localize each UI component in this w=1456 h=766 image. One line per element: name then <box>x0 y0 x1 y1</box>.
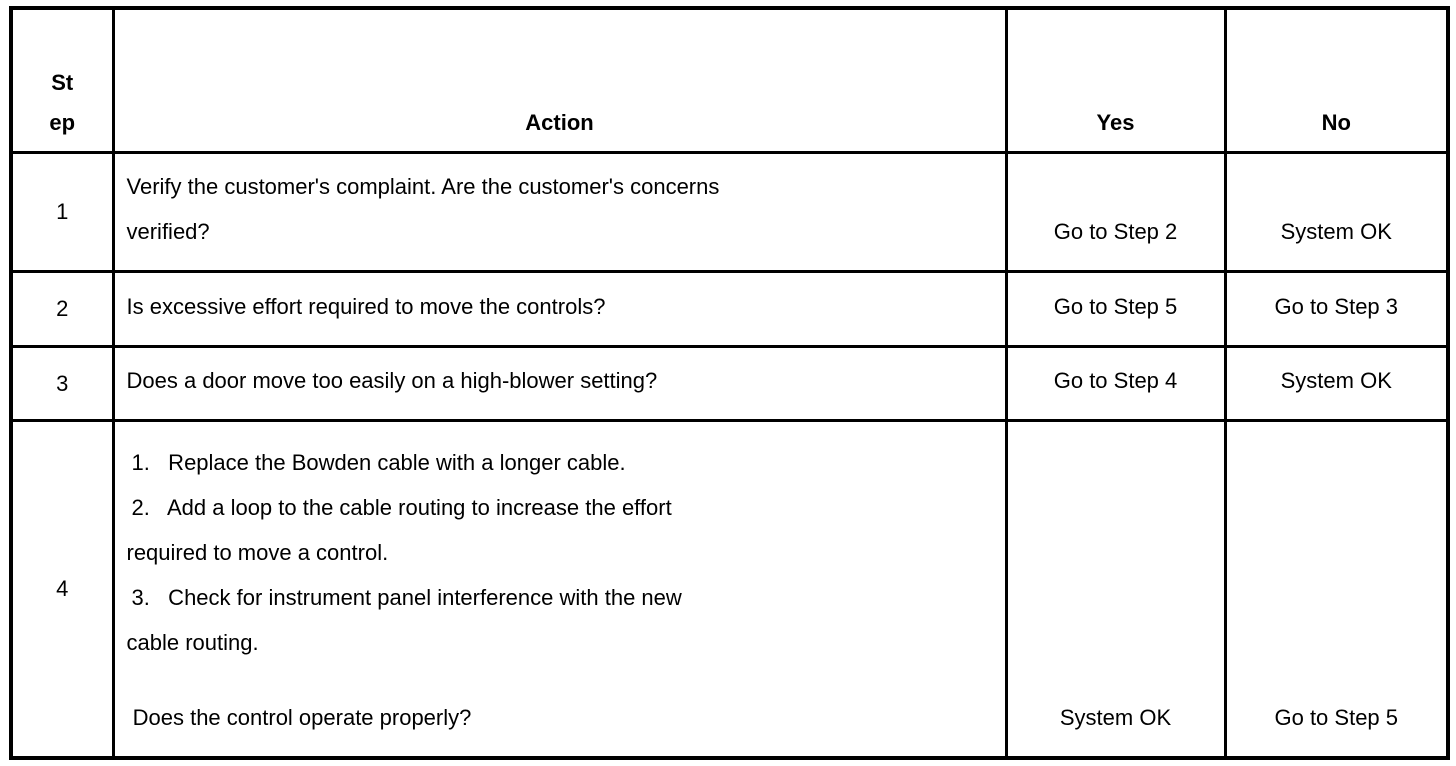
table-row: 2 Is excessive effort required to move th… <box>9 269 1450 348</box>
action-line: cable routing. <box>126 630 259 655</box>
action-line: verified? <box>126 218 210 244</box>
action-line <box>127 665 993 695</box>
header-step-line: ep <box>49 109 76 135</box>
yes-cell: Go to Step 2 <box>1004 150 1227 273</box>
header-step-line: St <box>51 69 74 95</box>
table-row: 4 1. Replace the Bowden cable with a long… <box>9 418 1450 760</box>
action-cell: 1. Replace the Bowden cable with a longe… <box>111 418 1008 760</box>
table-row: 1 Verify the customer's complaint. Are th… <box>9 150 1450 273</box>
diagnostic-table: St ep Action Yes No 1 Verify the customer'… <box>9 6 1450 760</box>
yes-cell: Go to Step 4 <box>1004 344 1227 422</box>
action-line: Is excessive effort required to move the… <box>126 293 606 319</box>
action-cell: Is excessive effort required to move the… <box>111 269 1008 348</box>
action-line: required to move a control. <box>126 540 389 565</box>
step-cell: 2 <box>9 269 115 348</box>
no-cell: System OK <box>1223 344 1450 422</box>
header-action: Action <box>111 6 1008 154</box>
header-step: St ep <box>9 6 115 154</box>
step-cell: 1 <box>9 150 115 273</box>
step-cell: 4 <box>9 418 115 760</box>
action-cell: Verify the customer's complaint. Are the… <box>111 150 1008 273</box>
action-line: Verify the customer's complaint. Are the… <box>126 173 720 199</box>
no-cell: Go to Step 3 <box>1223 269 1450 348</box>
step-cell: 3 <box>9 344 115 422</box>
table-row: 3 Does a door move too easily on a high-b… <box>9 344 1450 422</box>
yes-cell: System OK <box>1004 418 1227 760</box>
action-line: 2. Add a loop to the cable routing to in… <box>131 495 672 520</box>
action-line: Does a door move too easily on a high-bl… <box>126 367 658 393</box>
header-row: St ep Action Yes No <box>9 6 1450 154</box>
no-cell: Go to Step 5 <box>1223 418 1450 760</box>
action-line: 3. Check for instrument panel interferen… <box>131 585 682 610</box>
header-yes: Yes <box>1004 6 1227 154</box>
header-no: No <box>1223 6 1450 154</box>
action-line: 1. Replace the Bowden cable with a longe… <box>131 450 626 475</box>
action-cell: Does a door move too easily on a high-bl… <box>111 344 1008 422</box>
no-cell: System OK <box>1223 150 1450 273</box>
action-line: Does the control operate properly? <box>126 705 472 730</box>
yes-cell: Go to Step 5 <box>1004 269 1227 348</box>
